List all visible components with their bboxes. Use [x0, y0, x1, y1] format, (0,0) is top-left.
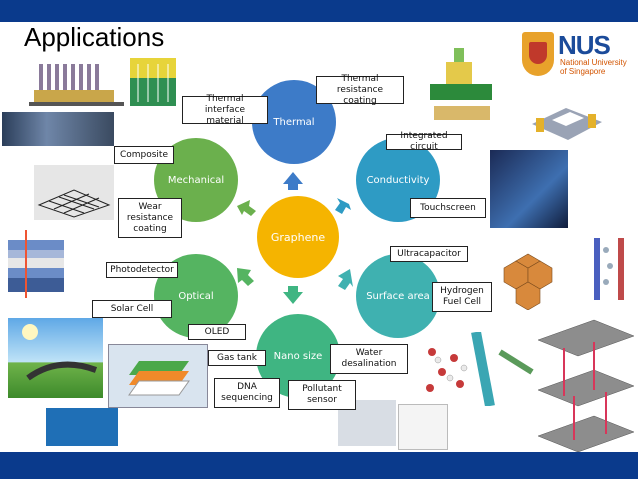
- node-surface-area: Surface area: [356, 254, 440, 338]
- nus-crest-icon: [522, 32, 554, 76]
- label-integrated-circuit: Integrated circuit: [386, 131, 462, 152]
- oled-diagram-image: [108, 344, 208, 408]
- logo-subtitle: National University of Singapore: [560, 58, 627, 76]
- slide-title: Applications: [24, 22, 165, 52]
- ultracapacitor-image: [494, 228, 634, 310]
- label-photodetector: Photodetector: [106, 262, 178, 278]
- sensor-graph-image: [398, 404, 448, 450]
- logo-line-1: National University: [560, 58, 627, 67]
- logo-name: NUS: [558, 30, 611, 60]
- label-dna-sequencing: DNA sequencing: [214, 378, 280, 408]
- bottom-banner: [0, 452, 638, 479]
- label-pollutant-sensor: Pollutant sensor: [288, 380, 356, 410]
- spiral-diagram-image: [46, 408, 118, 446]
- membrane-molecules-image: [420, 332, 534, 406]
- photodetector-layers-image: [4, 228, 84, 306]
- ic-chip-image: [424, 44, 500, 126]
- label-wear-coating: Wear resistance coating: [118, 198, 182, 238]
- label-ultracapacitor: Ultracapacitor: [390, 246, 468, 262]
- top-banner: [0, 0, 638, 22]
- label-solar-cell: Solar Cell: [92, 300, 172, 318]
- heatsink-image: [4, 60, 129, 110]
- label-gas-tank: Gas tank: [208, 350, 266, 366]
- researcher-photo: [2, 112, 114, 146]
- arrow-to-optical: [237, 268, 254, 286]
- label-water-desalination: Water desalination: [330, 344, 408, 374]
- label-touchscreen: Touchscreen: [410, 198, 486, 218]
- logo-line-2: of Singapore: [560, 67, 606, 76]
- arrow-to-mechanical: [237, 200, 256, 216]
- thermal-chart-image: [130, 58, 176, 106]
- label-hydrogen-fuel-cell: Hydrogen Fuel Cell: [432, 282, 492, 312]
- arrow-to-surface-area: [338, 269, 353, 290]
- layered-sheets-image: [534, 312, 638, 452]
- label-oled: OLED: [188, 324, 246, 340]
- solar-landscape-image: [8, 318, 103, 398]
- label-thermal-coating: Thermal resistance coating: [316, 74, 404, 106]
- graphene-device-image: [526, 88, 608, 146]
- label-composite: Composite: [114, 146, 174, 164]
- label-thermal-interface: Thermal interface material: [182, 94, 268, 126]
- nus-logo: NUS National University of Singapore: [522, 30, 632, 82]
- arrow-to-nano-size: [283, 286, 303, 304]
- arrow-to-conductivity: [335, 198, 351, 214]
- center-graphene: Graphene: [257, 196, 339, 278]
- arrow-to-thermal: [283, 172, 303, 190]
- composite-mesh-image: [34, 165, 114, 220]
- touchscreen-hand-image: [490, 150, 568, 228]
